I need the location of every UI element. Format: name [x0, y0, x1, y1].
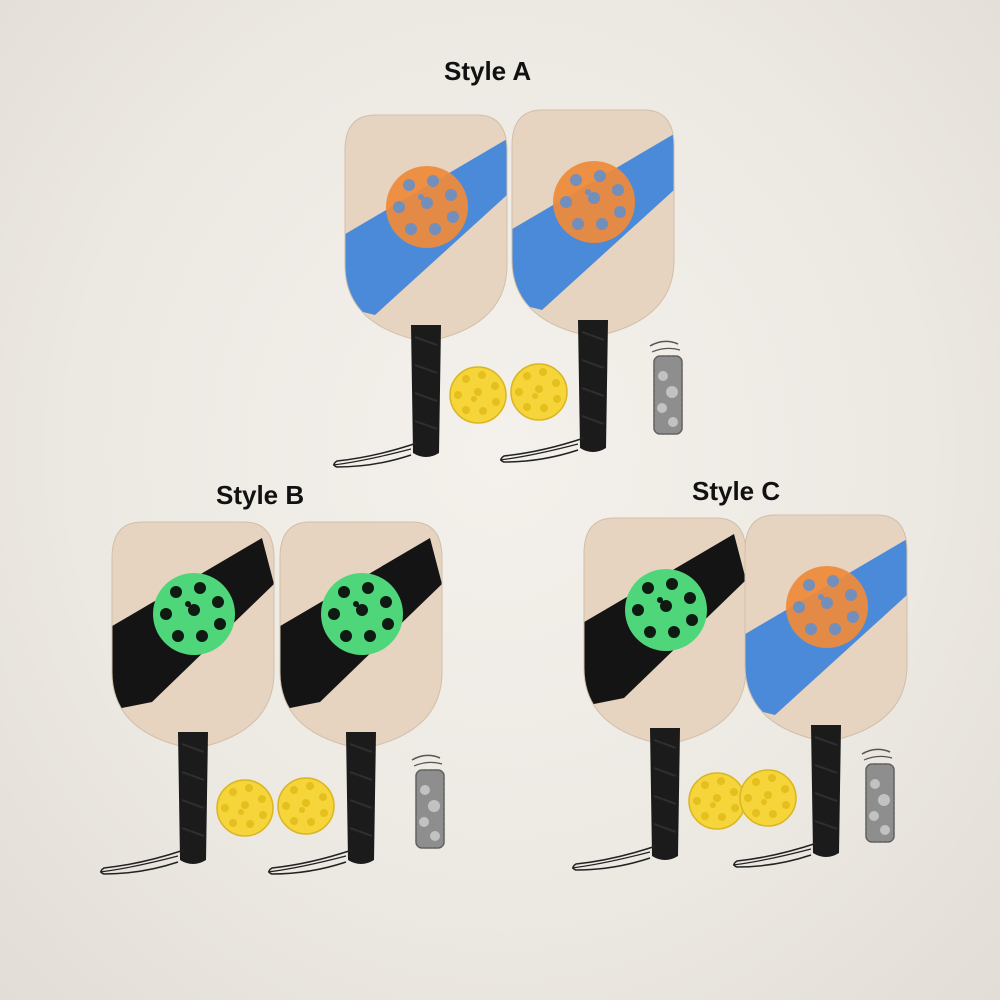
style-c-mesh-bag — [861, 748, 895, 843]
style-c-label: Style C — [692, 476, 781, 506]
style-b-label: Style B — [216, 480, 305, 510]
style-b-ball-left — [216, 779, 274, 837]
style-b-set — [100, 522, 445, 874]
style-c-ball-right — [739, 769, 797, 827]
style-a-ball-right — [510, 363, 568, 421]
style-c-ball-left — [688, 772, 746, 830]
style-a-label: Style A — [444, 56, 532, 86]
style-a-mesh-bag — [649, 340, 683, 435]
style-c-set — [572, 515, 907, 870]
style-b-ball-right — [277, 777, 335, 835]
style-a-ball-left — [449, 366, 507, 424]
style-a-set — [333, 110, 683, 467]
style-b-mesh-bag — [411, 754, 445, 849]
